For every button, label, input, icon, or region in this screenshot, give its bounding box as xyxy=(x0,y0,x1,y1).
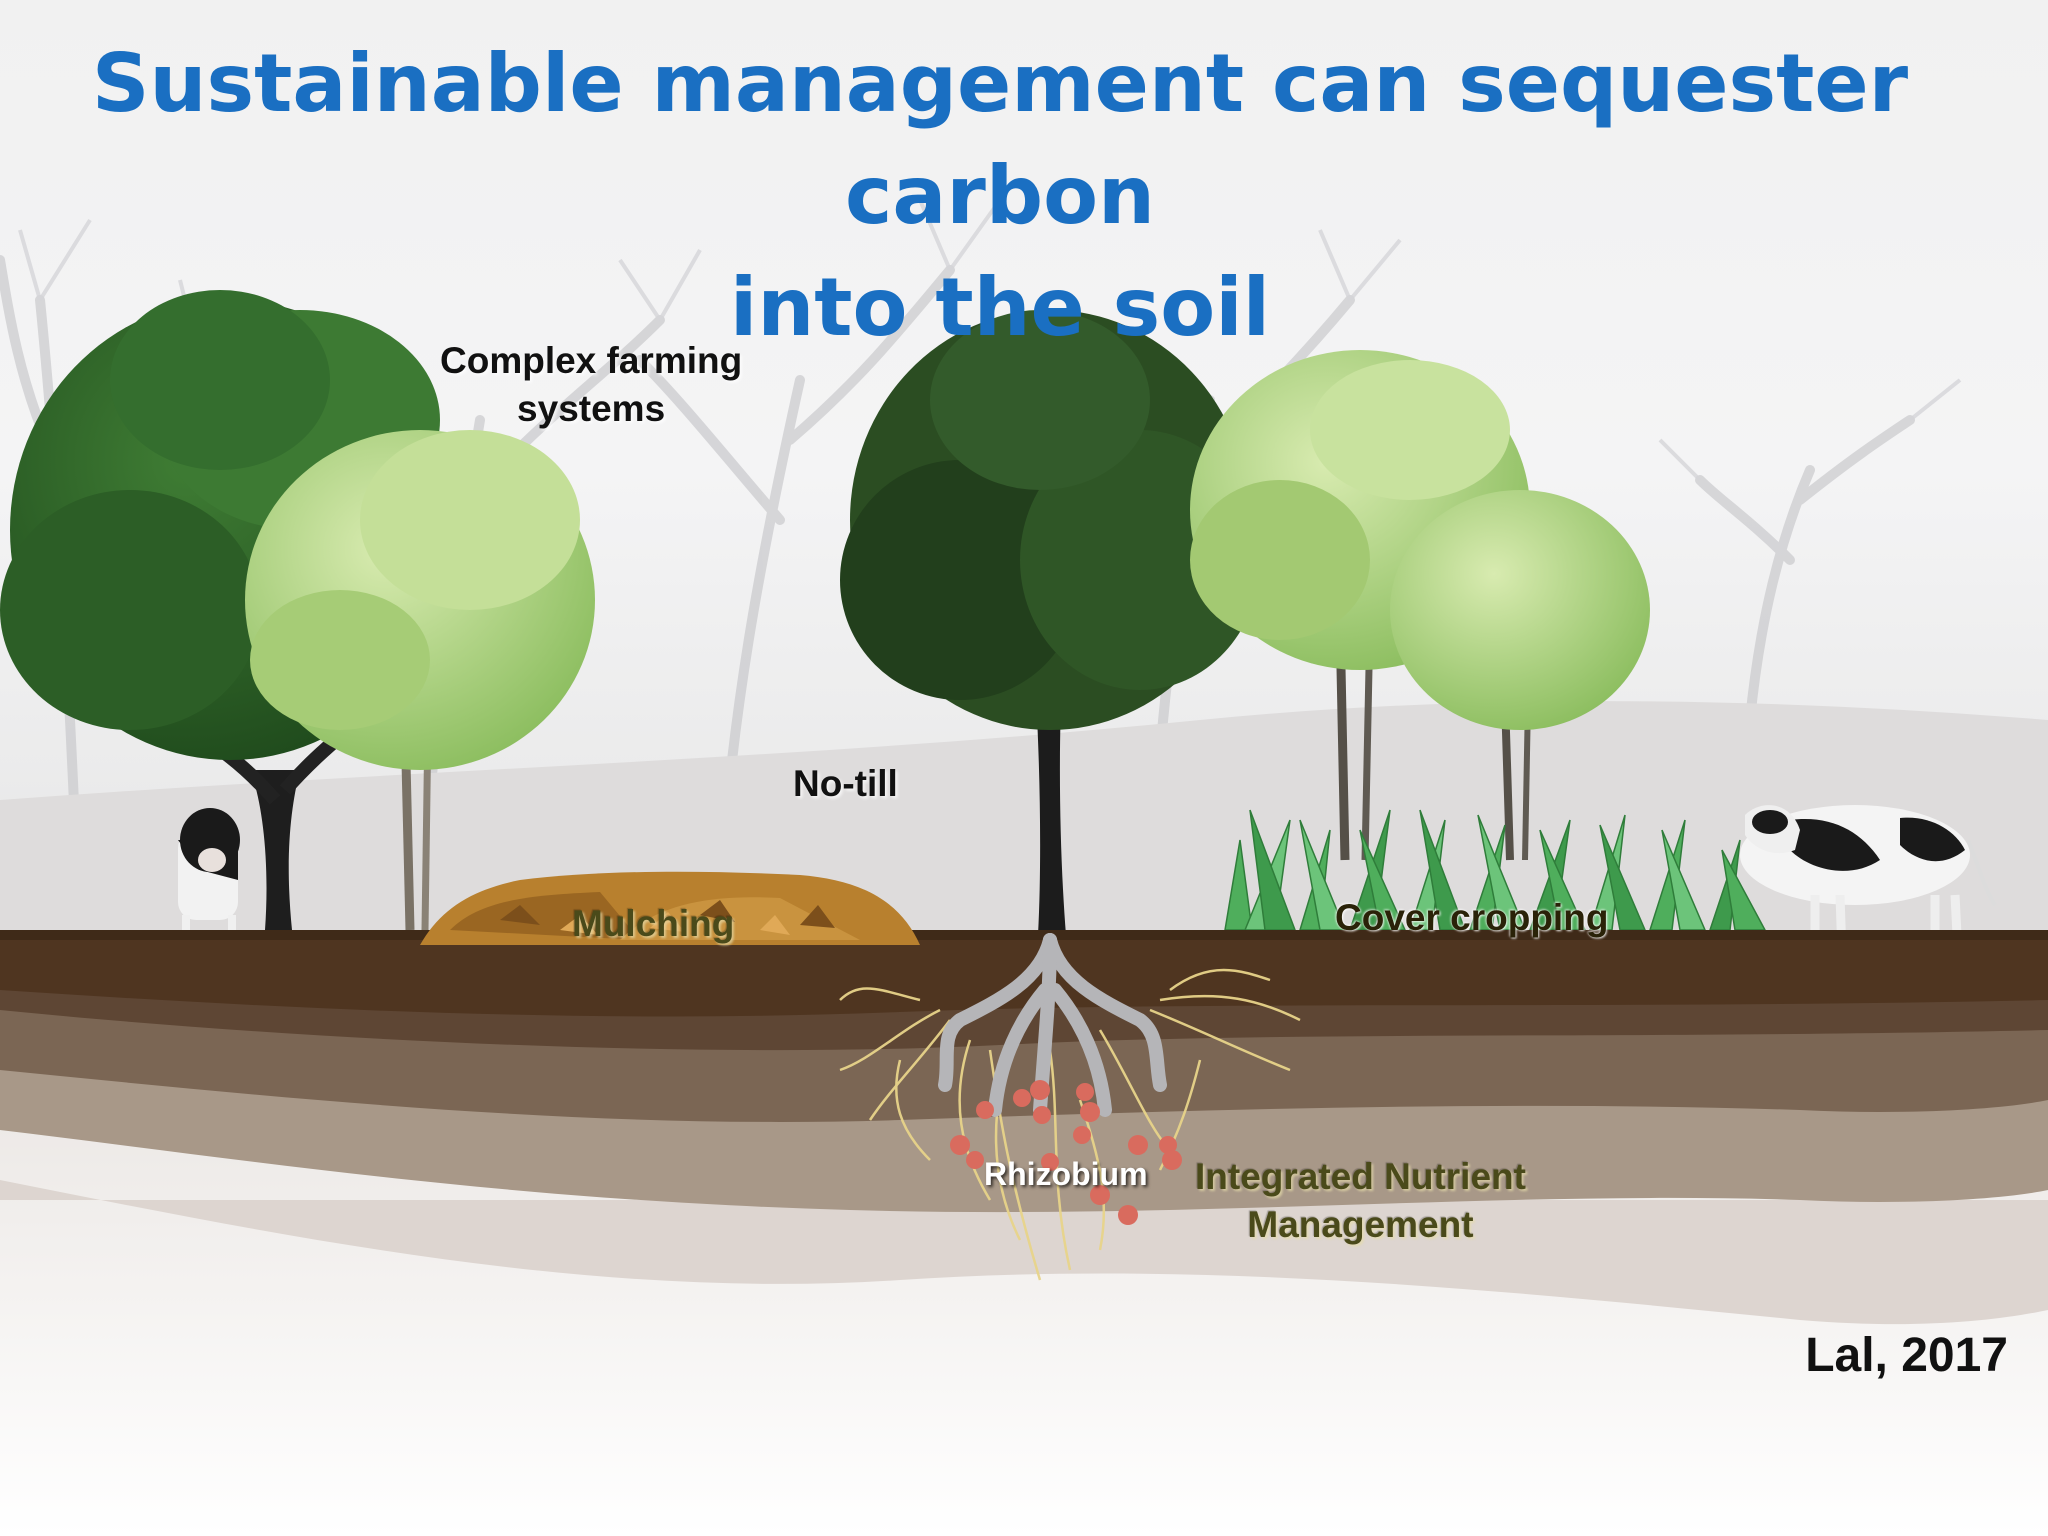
complex-farming-line-1: Complex farming xyxy=(440,340,743,381)
mulch-pile xyxy=(420,871,920,945)
title-line-2: into the soil xyxy=(729,261,1271,354)
left-light-tree xyxy=(245,430,595,931)
complex-farming-line-2: systems xyxy=(517,388,666,429)
soil-layer-4 xyxy=(0,1180,2048,1325)
left-cow-image xyxy=(178,808,240,955)
citation: Lal, 2017 xyxy=(1805,1329,2008,1382)
right-cow-image xyxy=(1740,805,1997,956)
right-light-trees xyxy=(1190,350,1650,861)
title-line-1: Sustainable management can sequester car… xyxy=(91,37,1909,242)
no-till-label: No-till xyxy=(793,763,898,804)
background-bare-twigs xyxy=(18,198,1962,482)
mulching-label: Mulching xyxy=(572,903,735,944)
inm-line-2: Management xyxy=(1247,1204,1474,1245)
cover-cropping-label: Cover cropping xyxy=(1335,897,1609,938)
background-hill xyxy=(0,701,2048,940)
complex-farming-label: Complex farming systems xyxy=(440,337,742,433)
page-title: Sustainable management can sequester car… xyxy=(0,28,2000,364)
inm-line-1: Integrated Nutrient xyxy=(1195,1156,1526,1197)
integrated-nutrient-management-label: Integrated Nutrient Management xyxy=(1195,1153,1526,1249)
root-system xyxy=(839,933,1301,1281)
cover-crop-grass xyxy=(1224,809,1767,931)
rhizobium-label: Rhizobium xyxy=(984,1156,1148,1192)
rhizobium-nodules xyxy=(950,1080,1182,1225)
